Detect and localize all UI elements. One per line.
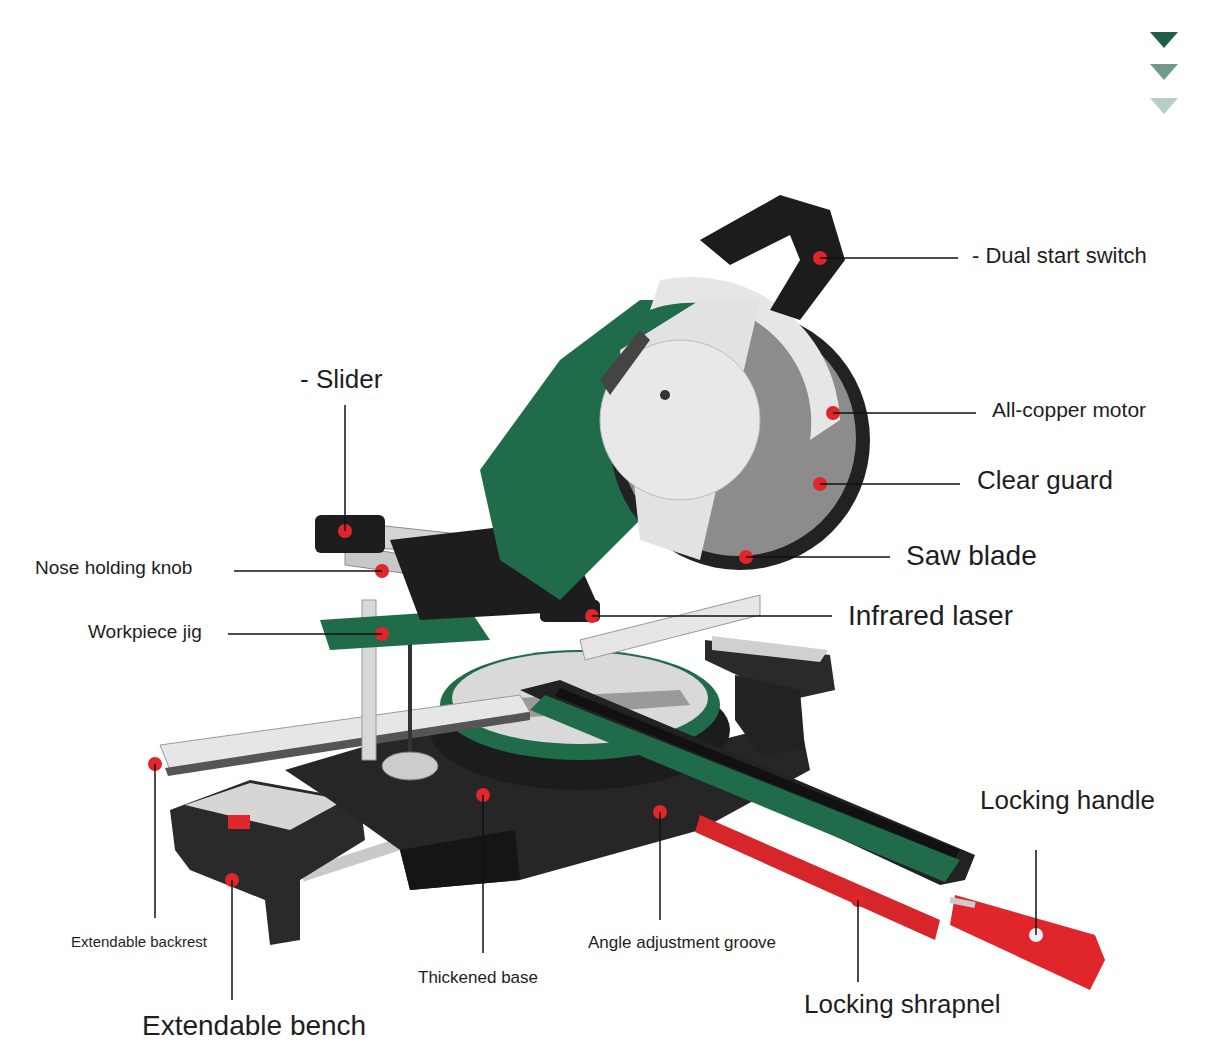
callout-label: Workpiece jig [88,621,202,643]
callout-label: - Dual start switch [972,243,1147,268]
callout-label: Infrared laser [848,600,1013,632]
locking-arm [520,680,1105,990]
workpiece-jig [320,600,490,780]
callout-label: Locking handle [980,786,1155,816]
callout-dot [148,251,1043,942]
callout-label: Saw blade [906,540,1037,572]
callout-label: Thickened base [418,968,538,988]
callout-label: Nose holding knob [35,557,192,579]
decor-triangle [1150,98,1178,114]
leader-line [155,258,1036,1000]
callout-label: Clear guard [977,466,1113,496]
decor-triangle [1150,64,1178,80]
saw-head [480,195,870,622]
callout-label: All-copper motor [992,398,1146,422]
callout-label: Extendable backrest [71,933,207,950]
callout-label: - Slider [300,365,382,395]
decor-triangle [1150,32,1178,48]
callout-label: Angle adjustment groove [588,933,776,953]
fence [160,595,835,776]
callout-label: Locking shrapnel [804,990,1001,1020]
callout-label: Extendable bench [142,1010,366,1042]
